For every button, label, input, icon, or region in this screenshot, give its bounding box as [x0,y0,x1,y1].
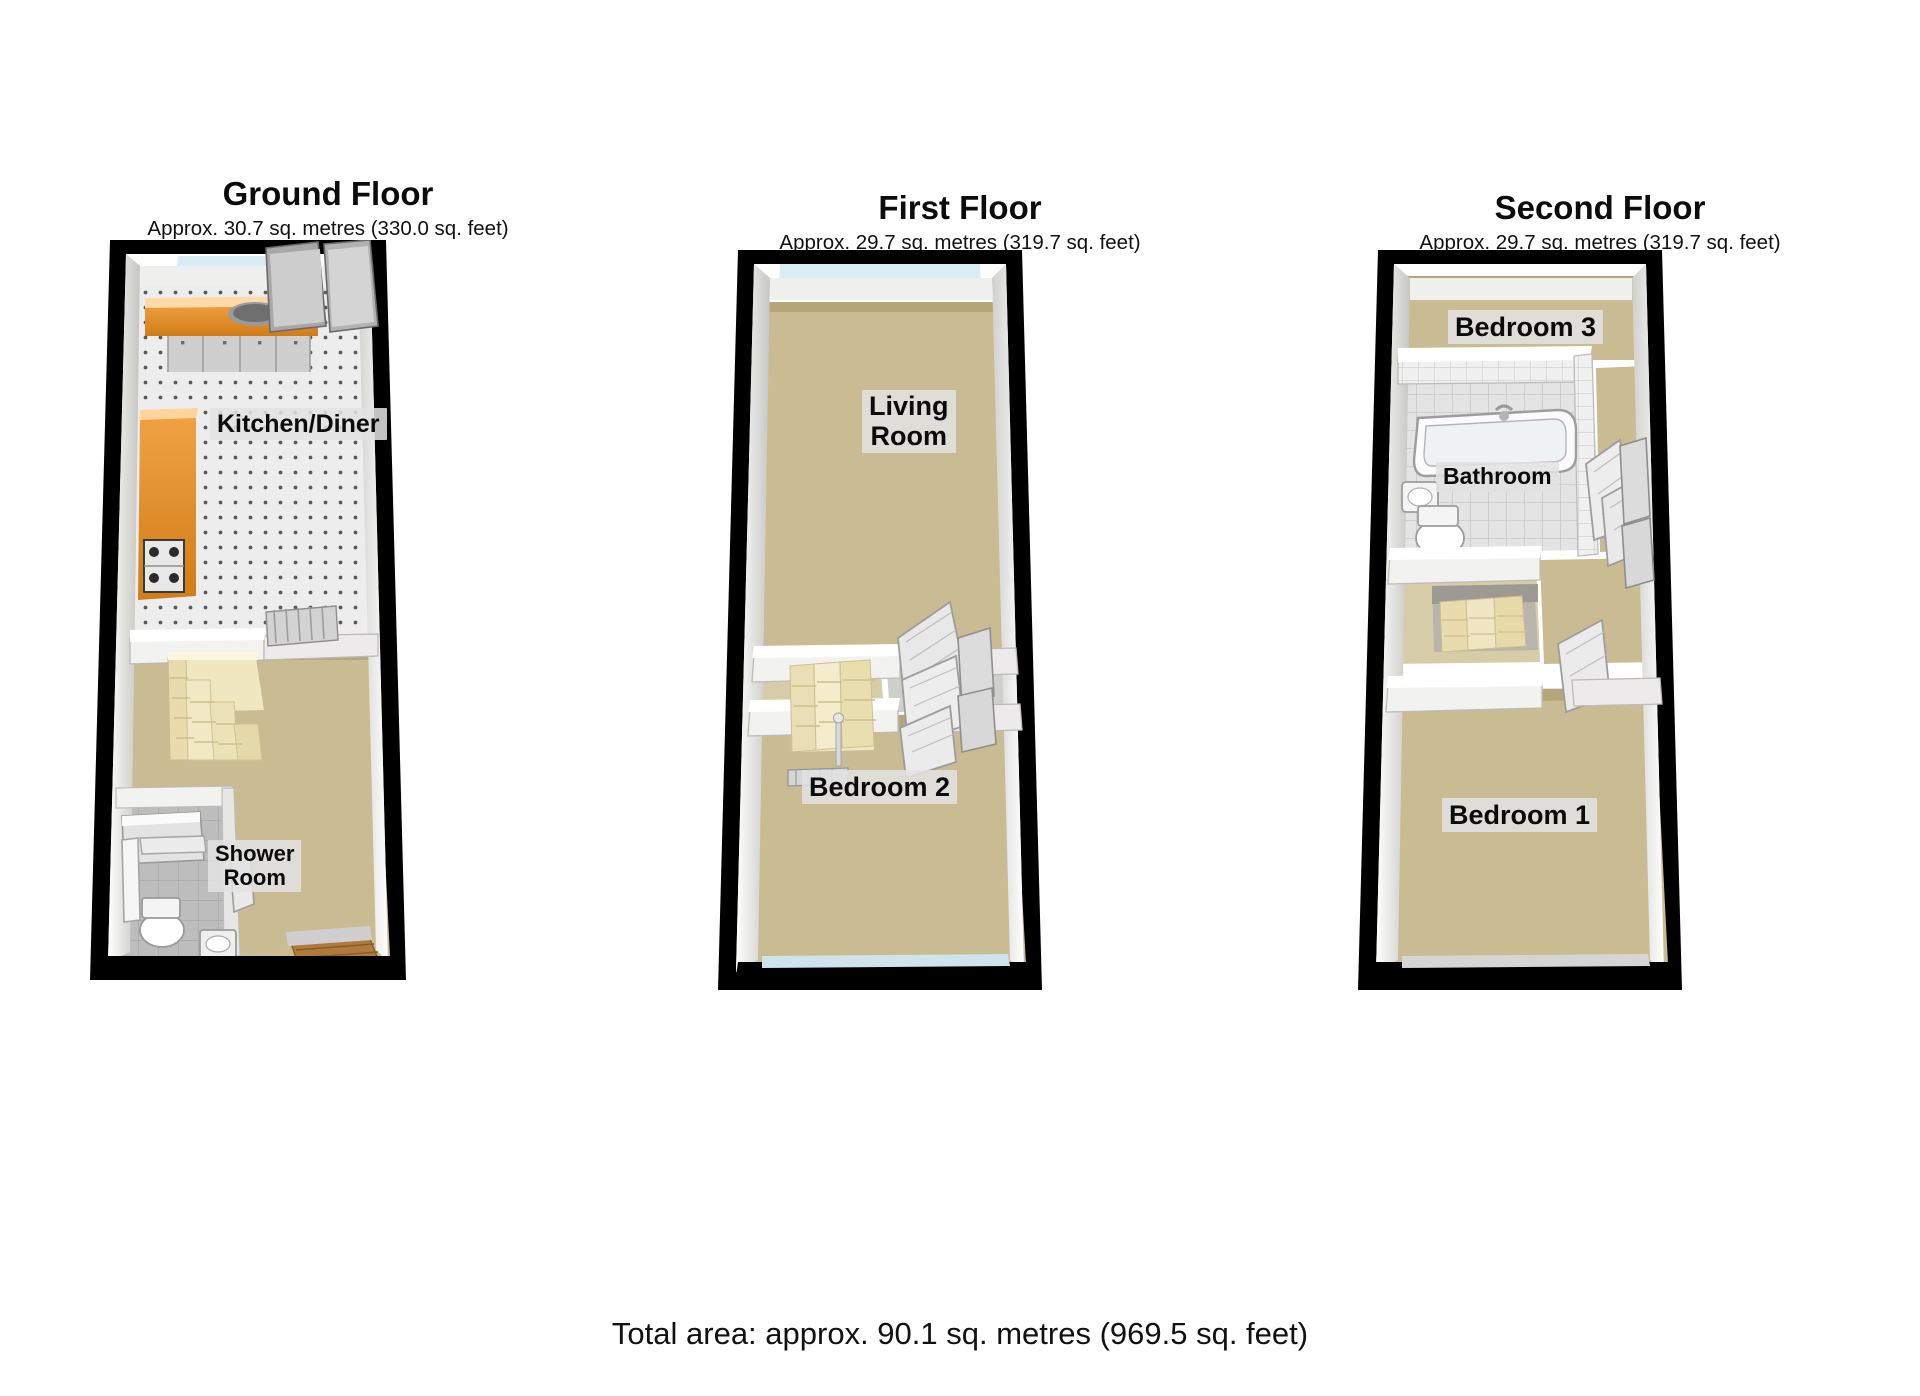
floor-ground-plan: Kitchen/Diner Shower Room [18,240,638,1240]
bath-tub [1412,404,1578,478]
radiator [265,605,339,647]
floor-second-heading: Second Floor Approx. 29.7 sq. metres (31… [1290,189,1910,255]
staircase-second [1432,584,1538,653]
room-label-bedroom-3: Bedroom 3 [1448,310,1604,345]
floor-ground: Ground Floor Approx. 30.7 sq. metres (33… [18,0,638,1280]
first-right-wall-face [992,264,1024,972]
floor-first-heading: First Floor Approx. 29.7 sq. metres (319… [650,189,1270,255]
second-back-wall-face [1410,278,1632,300]
first-floor-svg [718,250,1042,990]
toilet-ground [139,897,185,948]
second-left-wall-face [1376,264,1410,972]
room-label-living-room: Living Room [862,390,956,454]
ground-floor-svg [90,240,406,980]
room-label-shower-room-line2: Room [223,865,286,891]
staircase-ground [167,652,264,761]
floor-second-subtitle: Approx. 29.7 sq. metres (319.7 sq. feet) [1419,231,1781,255]
first-back-wall-face [770,278,992,300]
floor-ground-title: Ground Floor [222,175,434,212]
living-room-carpet [754,302,1010,658]
floor-first: First Floor Approx. 29.7 sq. metres (319… [650,0,1270,1280]
room-label-bathroom: Bathroom [1436,462,1559,492]
first-left-wall-face [736,264,770,972]
room-label-kitchen-diner: Kitchen/Diner [210,408,387,440]
floor-first-subtitle: Approx. 29.7 sq. metres (319.7 sq. feet) [779,231,1141,255]
floor-ground-subtitle: Approx. 30.7 sq. metres (330.0 sq. feet) [147,217,509,241]
ground-left-wall-face [108,254,140,962]
toilet-second [1415,505,1465,557]
shower-room-wall-top [115,785,235,809]
basin-second [1401,481,1439,513]
floor-second: Second Floor Approx. 29.7 sq. metres (31… [1290,0,1910,1280]
floor-first-plan: Living Room Bedroom 2 [650,250,1270,1250]
bedroom2-carpet [738,714,1026,966]
floors-container: Ground Floor Approx. 30.7 sq. metres (33… [18,0,1910,1280]
floor-ground-heading: Ground Floor Approx. 30.7 sq. metres (33… [18,175,638,241]
basin-ground [199,929,237,959]
room-label-shower-room-line1: Shower [215,841,295,866]
shower-enclosure [121,811,207,923]
floor-second-plan: Bedroom 3 Bathroom Bedroom 1 [1290,250,1910,1250]
second-floor-svg [1358,250,1682,990]
kitchen-wall-cabinets [265,240,379,333]
total-area-footer: Total area: approx. 90.1 sq. metres (969… [611,1316,1309,1351]
hob-icon [143,539,185,593]
room-label-bedroom-1: Bedroom 1 [1442,798,1598,833]
room-label-living-room-line1: Living [869,391,949,421]
second-doors [1557,436,1655,714]
floor-first-title: First Floor [878,189,1042,226]
floor-second-title: Second Floor [1494,189,1706,226]
room-label-bedroom-2: Bedroom 2 [802,770,958,805]
staircase-first [789,659,876,767]
first-doors [897,600,997,780]
room-label-shower-room: Shower Room [208,840,302,893]
room-label-living-room-line2: Room [870,420,948,451]
kitchen-base-units [168,336,310,372]
